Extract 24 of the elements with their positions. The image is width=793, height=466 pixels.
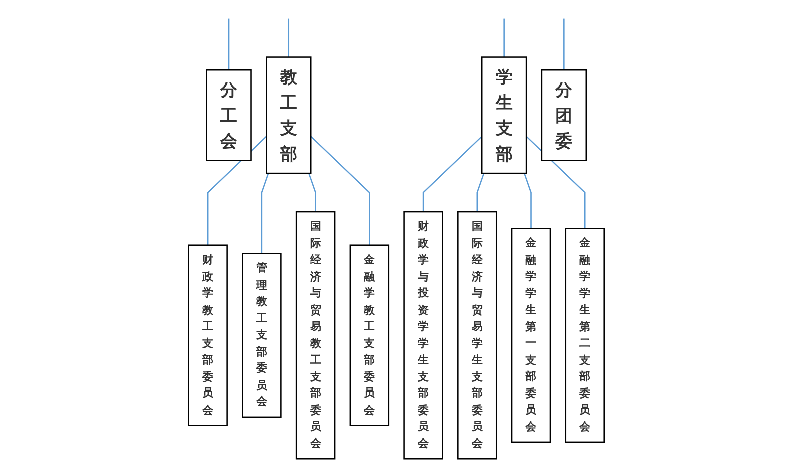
- node-box: 分团委: [541, 69, 587, 162]
- connector: [310, 136, 370, 246]
- node-box: 国际经济与贸易教工支部委员会: [296, 211, 336, 460]
- connector: [422, 136, 482, 212]
- node-box: 分工会: [206, 69, 252, 162]
- connector: [308, 173, 316, 212]
- node-box: 管理教工支部委员会: [242, 253, 282, 418]
- connector: [504, 18, 505, 58]
- node-box: 财政学教工支部委员会: [188, 244, 228, 426]
- node-box: 教工支部: [266, 56, 312, 174]
- connector: [207, 136, 267, 246]
- connector: [261, 173, 270, 254]
- node-box: 财政学与投资学学生支部委员会: [404, 211, 444, 460]
- node-box: 金融学学生第二支部委员会: [565, 228, 605, 444]
- connector: [563, 18, 565, 70]
- connector: [288, 18, 290, 58]
- connector: [524, 173, 532, 229]
- node-box: 金融学学生第一支部委员会: [511, 228, 552, 444]
- connector: [228, 18, 230, 70]
- node-box: 金融学教工支部委员会: [350, 244, 390, 426]
- node-box: 学生支部: [481, 56, 528, 174]
- connector: [476, 173, 485, 212]
- connector: [526, 136, 586, 229]
- node-box: 国际经济与贸易学生支部委员会: [457, 211, 498, 460]
